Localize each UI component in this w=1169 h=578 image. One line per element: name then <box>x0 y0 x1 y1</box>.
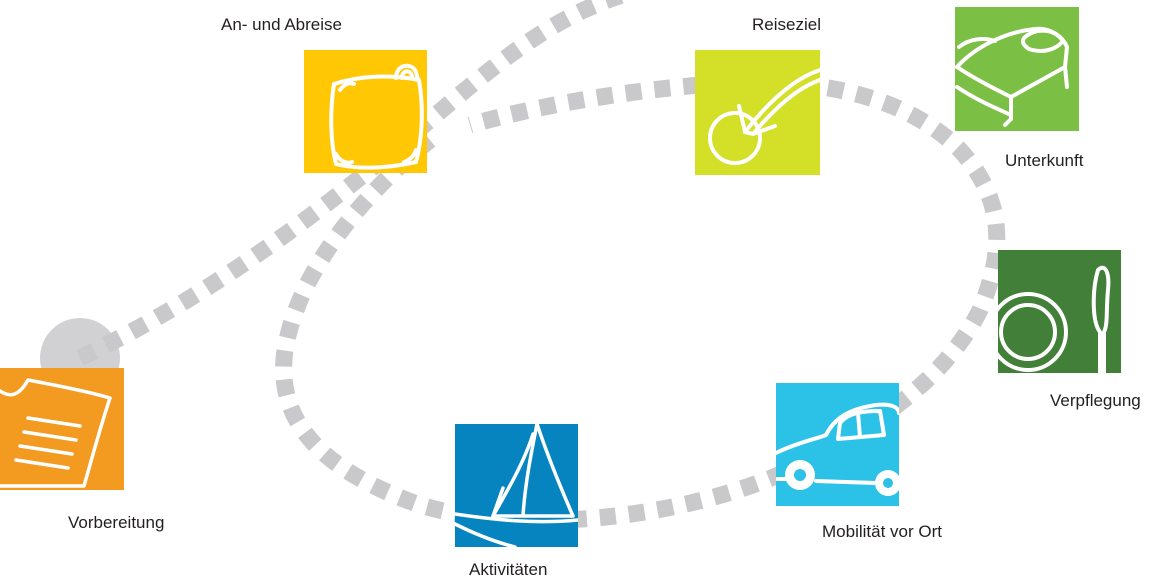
step-an-abreise-tile[interactable] <box>304 50 427 173</box>
step-unterkunft-tile[interactable] <box>955 7 1079 131</box>
step-reiseziel-tile[interactable] <box>695 50 820 175</box>
plate-knife-icon <box>998 265 1111 373</box>
destination-arrow-icon <box>708 68 820 165</box>
step-aktivitaeten-tile[interactable] <box>455 424 578 547</box>
suitcase-icon <box>329 63 424 170</box>
step-reiseziel-label: Reiseziel <box>752 15 821 34</box>
step-mobilitaet-label: Mobilität vor Ort <box>822 522 942 541</box>
document-icon <box>0 378 112 488</box>
step-an-abreise-label: An- und Abreise <box>221 15 342 34</box>
step-verpflegung-tile[interactable] <box>998 250 1121 373</box>
step-mobilitaet-tile[interactable] <box>776 383 899 506</box>
step-vorbereitung-label: Vorbereitung <box>68 513 165 532</box>
step-verpflegung-label: Verpflegung <box>1050 391 1141 410</box>
step-aktivitaeten-label: Aktivitäten <box>469 560 548 578</box>
sailboat-icon <box>455 424 578 547</box>
bed-icon <box>955 26 1069 127</box>
step-vorbereitung-tile[interactable] <box>0 368 124 490</box>
step-unterkunft-label: Unterkunft <box>1005 151 1084 170</box>
car-icon <box>776 402 899 496</box>
